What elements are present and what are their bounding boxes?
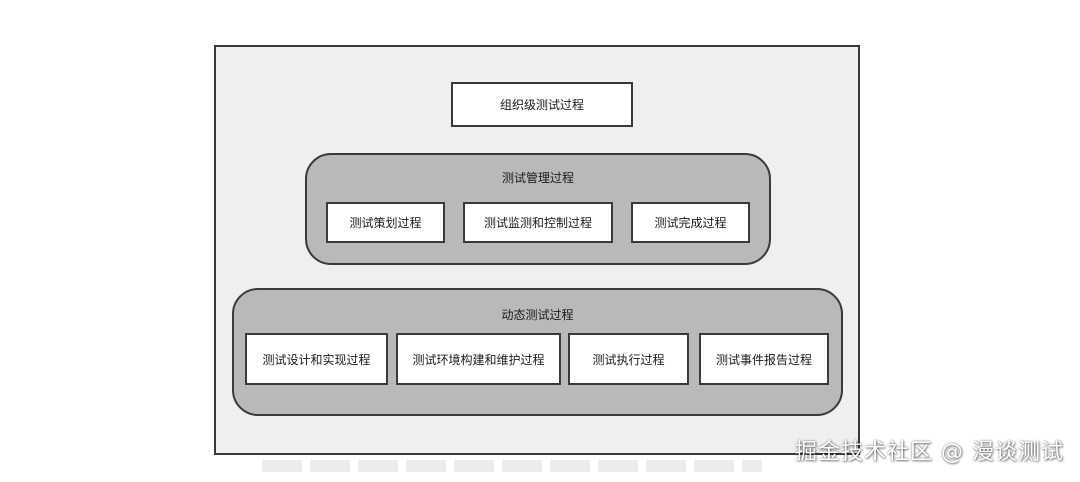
test-incident-report-box: 测试事件报告过程 xyxy=(699,333,829,385)
test-monitoring-control-box: 测试监测和控制过程 xyxy=(463,202,613,243)
dynamic-test-title: 动态测试过程 xyxy=(501,308,574,322)
watermark-text: 掘金技术社区 @ 漫谈测试 xyxy=(795,440,1064,465)
test-planning-box: 测试策划过程 xyxy=(326,202,445,243)
test-env-build-box: 测试环境构建和维护过程 xyxy=(396,333,561,385)
test-completion-box: 测试完成过程 xyxy=(631,202,750,243)
faded-caption-area xyxy=(262,460,762,472)
org-test-process-box: 组织级测试过程 xyxy=(451,82,633,127)
test-execution-box: 测试执行过程 xyxy=(568,333,689,385)
test-design-impl-box: 测试设计和实现过程 xyxy=(245,333,388,385)
test-management-title: 测试管理过程 xyxy=(501,171,574,185)
